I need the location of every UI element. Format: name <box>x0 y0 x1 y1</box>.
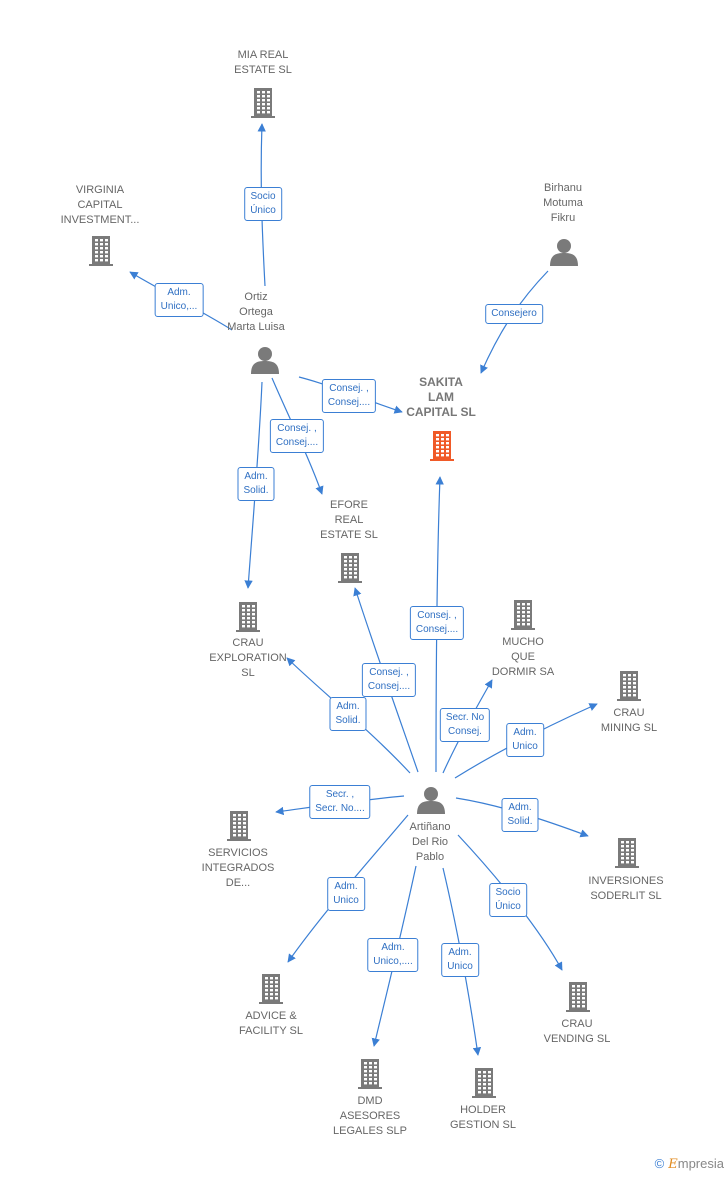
building-icon-crau_exp[interactable] <box>236 602 260 632</box>
node-label-inversiones[interactable]: INVERSIONES SODERLIT SL <box>588 875 664 902</box>
node-label-dmd[interactable]: DMD ASESORES LEGALES SLP <box>333 1095 407 1137</box>
icon-layer <box>89 88 641 1098</box>
node-label-artinano[interactable]: Artiñano Del Rio Pablo <box>409 821 451 863</box>
edge-label-artinano-to-servicios[interactable]: Secr. , Secr. No.... <box>309 785 371 819</box>
building-icon-efore[interactable] <box>338 553 362 583</box>
edge-label-artinano-to-advice[interactable]: Adm. Unico <box>327 877 365 911</box>
node-label-ortiz[interactable]: Ortiz Ortega Marta Luisa <box>227 291 285 333</box>
building-icon-crau_mining[interactable] <box>617 671 641 701</box>
edge-label-artinano-to-inversiones[interactable]: Adm. Solid. <box>501 798 539 832</box>
building-icon-dmd[interactable] <box>358 1059 382 1089</box>
person-icon-ortiz[interactable] <box>251 347 279 374</box>
building-icon-mucho[interactable] <box>511 600 535 630</box>
node-label-crau_exp[interactable]: CRAU EXPLORATION SL <box>209 637 287 679</box>
edge-label-artinano-to-sakita[interactable]: Consej. , Consej.... <box>409 606 465 640</box>
edge-label-ortiz-to-efore[interactable]: Consej. , Consej.... <box>269 419 325 453</box>
edge-label-artinano-to-mucho[interactable]: Secr. No Consej. <box>439 708 491 742</box>
brand-logo-text: mpresia <box>677 1156 724 1171</box>
building-icon-holder[interactable] <box>472 1068 496 1098</box>
node-label-sakita[interactable]: SAKITA LAM CAPITAL SL <box>406 375 476 419</box>
brand-footer: ©Empresia <box>655 1156 724 1172</box>
node-label-mucho[interactable]: MUCHO QUE DORMIR SA <box>491 636 555 678</box>
building-icon-sakita[interactable] <box>430 431 454 461</box>
building-icon-advice[interactable] <box>259 974 283 1004</box>
brand-logo-initial: E <box>668 1157 678 1172</box>
node-label-virginia[interactable]: VIRGINIA CAPITAL INVESTMENT... <box>60 184 140 226</box>
building-icon-crau_vending[interactable] <box>566 982 590 1012</box>
edge-label-artinano-to-crau_exp[interactable]: Adm. Solid. <box>329 697 367 731</box>
edge-label-birhanu-to-sakita[interactable]: Consejero <box>485 304 543 324</box>
person-icon-artinano[interactable] <box>417 787 445 814</box>
node-label-mia[interactable]: MIA REAL ESTATE SL <box>234 49 292 76</box>
edge-label-artinano-to-efore[interactable]: Consej. , Consej.... <box>361 663 417 697</box>
edge-label-ortiz-to-virginia[interactable]: Adm. Unico,... <box>154 283 204 317</box>
edge-label-ortiz-to-crau_exp[interactable]: Adm. Solid. <box>237 467 275 501</box>
node-label-crau_mining[interactable]: CRAU MINING SL <box>600 707 658 734</box>
edge-label-artinano-to-crau_mining[interactable]: Adm. Unico <box>506 723 544 757</box>
building-icon-servicios[interactable] <box>227 811 251 841</box>
node-label-efore[interactable]: EFORE REAL ESTATE SL <box>320 499 378 541</box>
edge-label-artinano-to-holder[interactable]: Adm. Unico <box>441 943 479 977</box>
building-icon-virginia[interactable] <box>89 236 113 266</box>
building-icon-inversiones[interactable] <box>615 838 639 868</box>
node-label-servicios[interactable]: SERVICIOS INTEGRADOS DE... <box>201 847 275 889</box>
building-icon-mia[interactable] <box>251 88 275 118</box>
node-label-birhanu[interactable]: Birhanu Motuma Fikru <box>543 182 583 224</box>
node-label-advice[interactable]: ADVICE & FACILITY SL <box>239 1010 303 1037</box>
edge-layer <box>129 123 598 1056</box>
edge-label-ortiz-to-mia[interactable]: Socio Único <box>244 187 282 221</box>
node-label-holder[interactable]: HOLDER GESTION SL <box>449 1104 517 1131</box>
edge-label-ortiz-to-sakita[interactable]: Consej. , Consej.... <box>321 379 377 413</box>
node-label-crau_vending[interactable]: CRAU VENDING SL <box>543 1018 611 1045</box>
copyright-symbol: © <box>654 1156 665 1171</box>
edge-label-artinano-to-dmd[interactable]: Adm. Unico,.... <box>367 938 419 972</box>
person-icon-birhanu[interactable] <box>550 239 578 266</box>
edge-label-artinano-to-crau_vending[interactable]: Socio Único <box>489 883 527 917</box>
